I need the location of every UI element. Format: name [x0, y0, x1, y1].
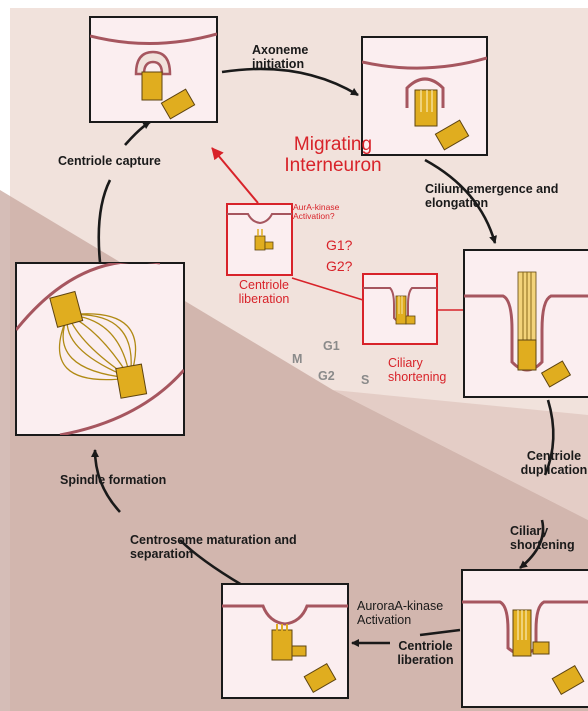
interneuron-aura-note: AurA-kinase Activation?	[293, 202, 340, 222]
phase-s: S	[361, 373, 370, 387]
interneuron-g1: G1?	[326, 237, 353, 253]
label-spindle-formation: Spindle formation	[60, 473, 167, 487]
panel-cilium	[463, 249, 588, 398]
interneuron-ciliary-shortening: Ciliary shortening	[388, 356, 447, 384]
panel-centriole-capture	[89, 16, 218, 123]
arrow-emergence	[424, 158, 497, 244]
panel-centriole-liberation	[221, 583, 349, 699]
arrow-axoneme	[221, 67, 359, 97]
label-centriole-liberation: Centriole liberation	[397, 639, 454, 667]
arrow-duplication	[543, 399, 555, 476]
arrow-shortening	[519, 519, 545, 570]
arrow-maturation	[179, 539, 243, 587]
panel-interneuron-liberation	[226, 203, 293, 276]
label-axoneme-initiation: Axoneme initiation	[252, 43, 309, 71]
panel-duplication	[461, 569, 588, 708]
panel-spindle	[15, 262, 185, 436]
label-auroraa-activation: AuroraA-kinase Activation	[357, 599, 444, 627]
cycle-arrows	[91, 67, 555, 647]
arrow-liberation	[419, 628, 461, 637]
label-cilium-emergence: Cilium emergence and elongation	[425, 182, 559, 210]
label-ciliary-shortening: Ciliary shortening	[510, 524, 575, 552]
phase-m: M	[292, 352, 303, 366]
label-centriole-capture: Centriole capture	[58, 154, 161, 168]
interneuron-title: Migrating Interneuron	[284, 134, 382, 176]
interneuron-centriole-liberation: Centriole liberation	[238, 278, 290, 306]
panel-axoneme-initiation	[361, 36, 488, 156]
phase-g2: G2	[318, 369, 335, 383]
panel-interneuron-shortening	[362, 273, 438, 345]
label-centriole-duplication: Centriole duplication	[520, 449, 588, 477]
interneuron-arrows	[211, 147, 466, 311]
phase-g1: G1	[323, 339, 340, 353]
arrow-capture	[97, 179, 112, 263]
interneuron-g2: G2?	[326, 258, 353, 274]
arrow-spindle	[91, 449, 121, 513]
label-centrosome-maturation: Centrosome maturation and separation	[130, 533, 297, 561]
